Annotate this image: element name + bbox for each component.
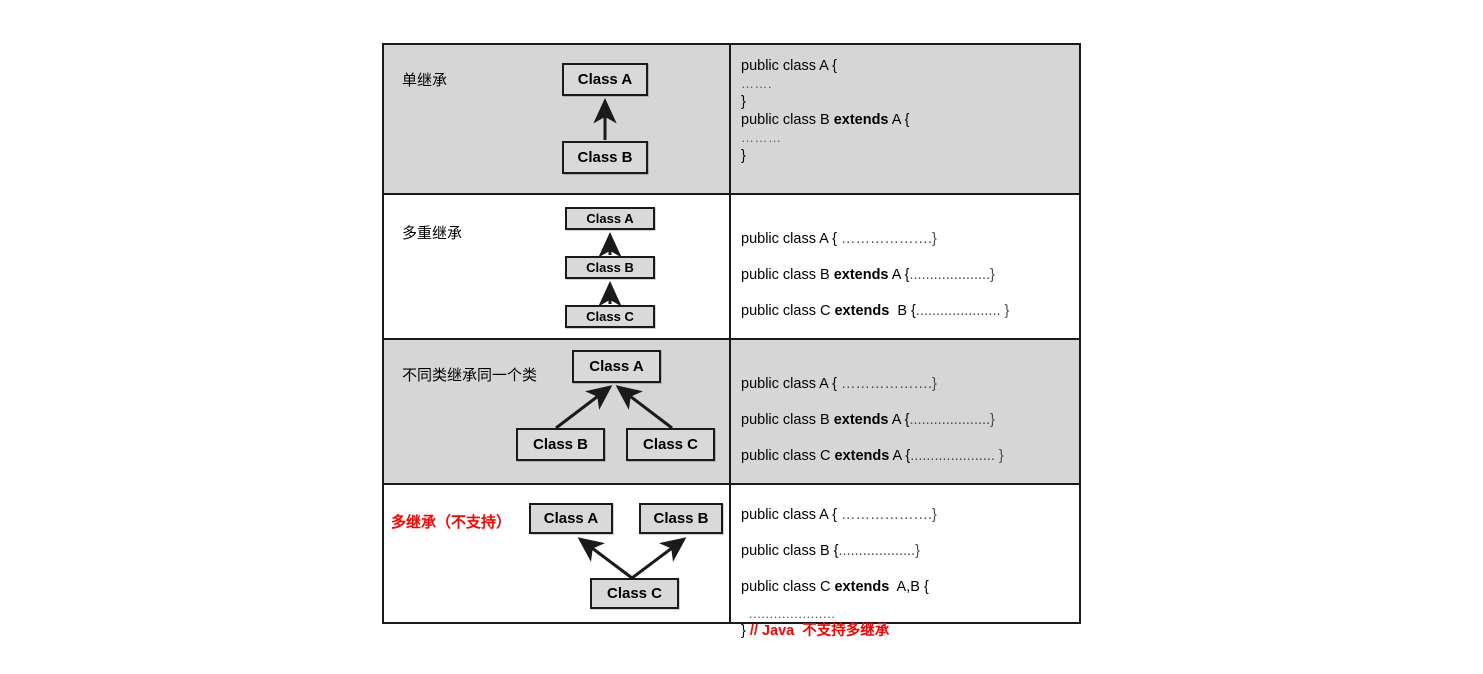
arrows-hierarchical (555, 385, 673, 430)
comment-java-no-multiple-inheritance: // Java 不支持多继承 (749, 623, 890, 639)
keyword-extends: extends (833, 267, 889, 283)
code-line: ……… (741, 130, 782, 145)
code-frag: ....................} (909, 267, 995, 283)
row-label-multiple-inheritance: 多继承（不支持） (391, 513, 512, 531)
code-frag: public class B (741, 412, 834, 428)
code-line: public class C extends A,B { (741, 569, 1075, 605)
table-row: 不同类继承同一个类 Class A Class B Class C public… (384, 340, 1079, 483)
table-row: 多继承（不支持） Class A Class B Class C public … (384, 485, 1079, 639)
code-frag: A,B { (889, 579, 929, 595)
code-frag: B { (889, 303, 916, 319)
class-box-a: Class A (572, 350, 661, 383)
class-box-a: Class A (565, 207, 655, 230)
code-line: public class B extends A { (741, 111, 1075, 129)
class-box-b: Class B (565, 256, 655, 279)
code-frag: ……………….} (840, 376, 937, 392)
code-frag: public class B (741, 267, 834, 283)
code-frag: ..................... } (910, 448, 1004, 464)
row-label-single-inheritance: 单继承 (402, 71, 448, 89)
code-frag: ..................... } (915, 303, 1010, 319)
code-line: public class B {...................} (741, 533, 1075, 569)
class-box-c: Class C (565, 305, 655, 328)
inheritance-table: 单继承 Class A Class B public class A { …….… (382, 43, 1081, 639)
code-frag: ....................} (909, 412, 995, 428)
code-frag: ……………….} (840, 231, 937, 247)
code-frag: ...................} (838, 543, 920, 559)
code-cell-single-inheritance: public class A { ……. } public class B ex… (731, 45, 1079, 193)
keyword-extends: extends (834, 579, 890, 595)
arrows-multilevel (598, 232, 622, 307)
code-frag: A { (888, 267, 910, 283)
code-line: public class A { ……………….} (741, 366, 1075, 402)
keyword-extends: extends (834, 448, 890, 464)
code-line: } (741, 148, 746, 164)
code-frag: A { (888, 412, 910, 428)
code-cell-hierarchical-inheritance: public class A { ……………….} public class B… (731, 340, 1079, 483)
code-cell-multiple-inheritance: public class A { ……………….} public class B… (731, 485, 1079, 639)
code-cell-multilevel-inheritance: public class A { ……………….} public class B… (731, 195, 1079, 338)
class-box-c: Class C (626, 428, 715, 461)
code-line: public class B extends A {..............… (741, 402, 1075, 438)
code-frag: public class B (741, 112, 834, 128)
class-box-b: Class B (639, 503, 723, 534)
diagram-cell-multilevel-inheritance: 多重继承 Class A Class B Class C (384, 195, 731, 338)
code-line: ……. (741, 76, 773, 91)
code-frag: } (741, 623, 750, 639)
code-frag: public class C (741, 579, 835, 595)
table-row: 多重继承 Class A Class B Class C public clas… (384, 195, 1079, 338)
row-label-multilevel-inheritance: 多重继承 (402, 224, 463, 242)
table-row: 单继承 Class A Class B public class A { …….… (384, 45, 1079, 193)
class-box-a: Class A (562, 63, 648, 96)
code-frag: A { (889, 448, 911, 464)
code-line: public class A { ……………….} (741, 221, 1075, 257)
diagram-cell-single-inheritance: 单继承 Class A Class B (384, 45, 731, 193)
code-line: public class C extends A {..............… (741, 438, 1075, 474)
code-line: public class C extends B {..............… (741, 293, 1075, 329)
code-line: } (741, 94, 746, 110)
row-divider (384, 483, 1079, 485)
code-frag: public class A { (741, 507, 841, 523)
row-divider (384, 338, 1079, 340)
code-frag: public class A { (741, 376, 841, 392)
code-line: public class B extends A {..............… (741, 257, 1075, 293)
code-frag: public class B { (741, 543, 839, 559)
code-line: public class A { ……………….} (741, 497, 1075, 533)
code-line: } // Java 不支持多继承 (741, 622, 1075, 641)
class-box-a: Class A (529, 503, 613, 534)
code-frag: public class C (741, 448, 835, 464)
class-box-b: Class B (562, 141, 648, 174)
row-label-hierarchical-inheritance: 不同类继承同一个类 (402, 366, 538, 384)
code-line: public class A { (741, 58, 837, 74)
code-frag: A { (888, 112, 910, 128)
class-box-b: Class B (516, 428, 605, 461)
diagram-cell-hierarchical-inheritance: 不同类继承同一个类 Class A Class B Class C (384, 340, 731, 483)
row-divider (384, 193, 1079, 195)
class-box-c: Class C (590, 578, 679, 609)
code-frag: public class A { (741, 231, 841, 247)
code-frag: public class C (741, 303, 835, 319)
diagram-cell-multiple-inheritance: 多继承（不支持） Class A Class B Class C (384, 485, 731, 622)
keyword-extends: extends (834, 303, 890, 319)
code-line: ..................... (749, 606, 836, 621)
keyword-extends: extends (833, 112, 889, 128)
keyword-extends: extends (833, 412, 889, 428)
code-frag: ……………….} (840, 507, 937, 523)
arrow-a-b (593, 98, 617, 140)
